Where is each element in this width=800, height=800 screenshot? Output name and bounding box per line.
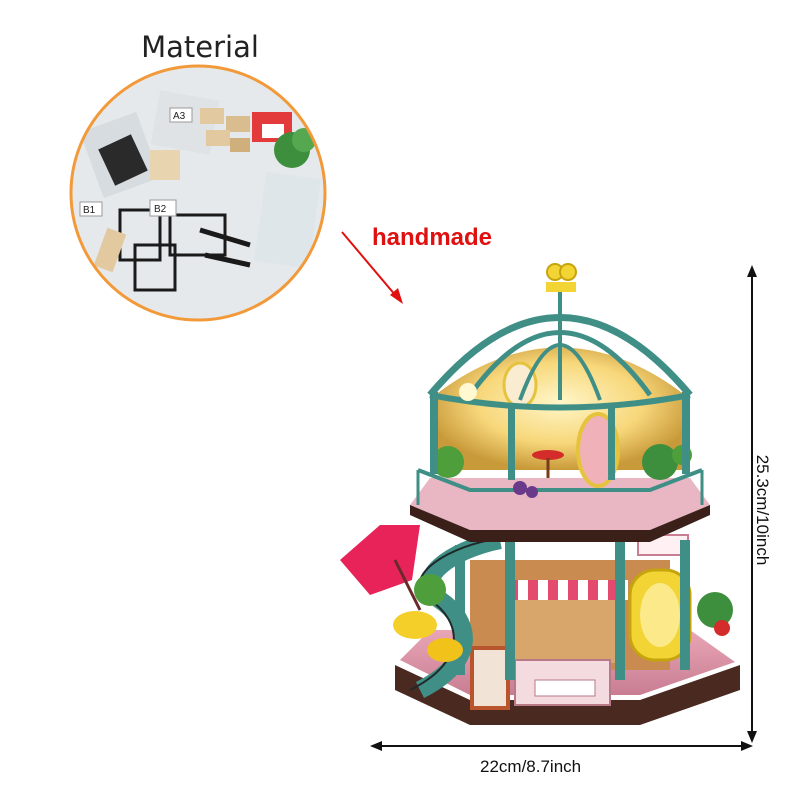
height-label: 25.3cm/10inch [753, 454, 772, 566]
width-dimension [370, 741, 753, 751]
svg-text:A3: A3 [173, 111, 186, 122]
material-title: Material [141, 30, 259, 64]
svg-text:B1: B1 [83, 205, 96, 216]
materials-photo: B2 B1 A3 [69, 64, 327, 322]
height-dimension [747, 265, 757, 743]
dollhouse-illustration [340, 263, 740, 725]
arrow-icon [341, 231, 403, 304]
width-label: 22cm/8.7inch [480, 757, 582, 776]
svg-text:B2: B2 [154, 204, 167, 215]
handmade-label: handmade [372, 224, 493, 251]
